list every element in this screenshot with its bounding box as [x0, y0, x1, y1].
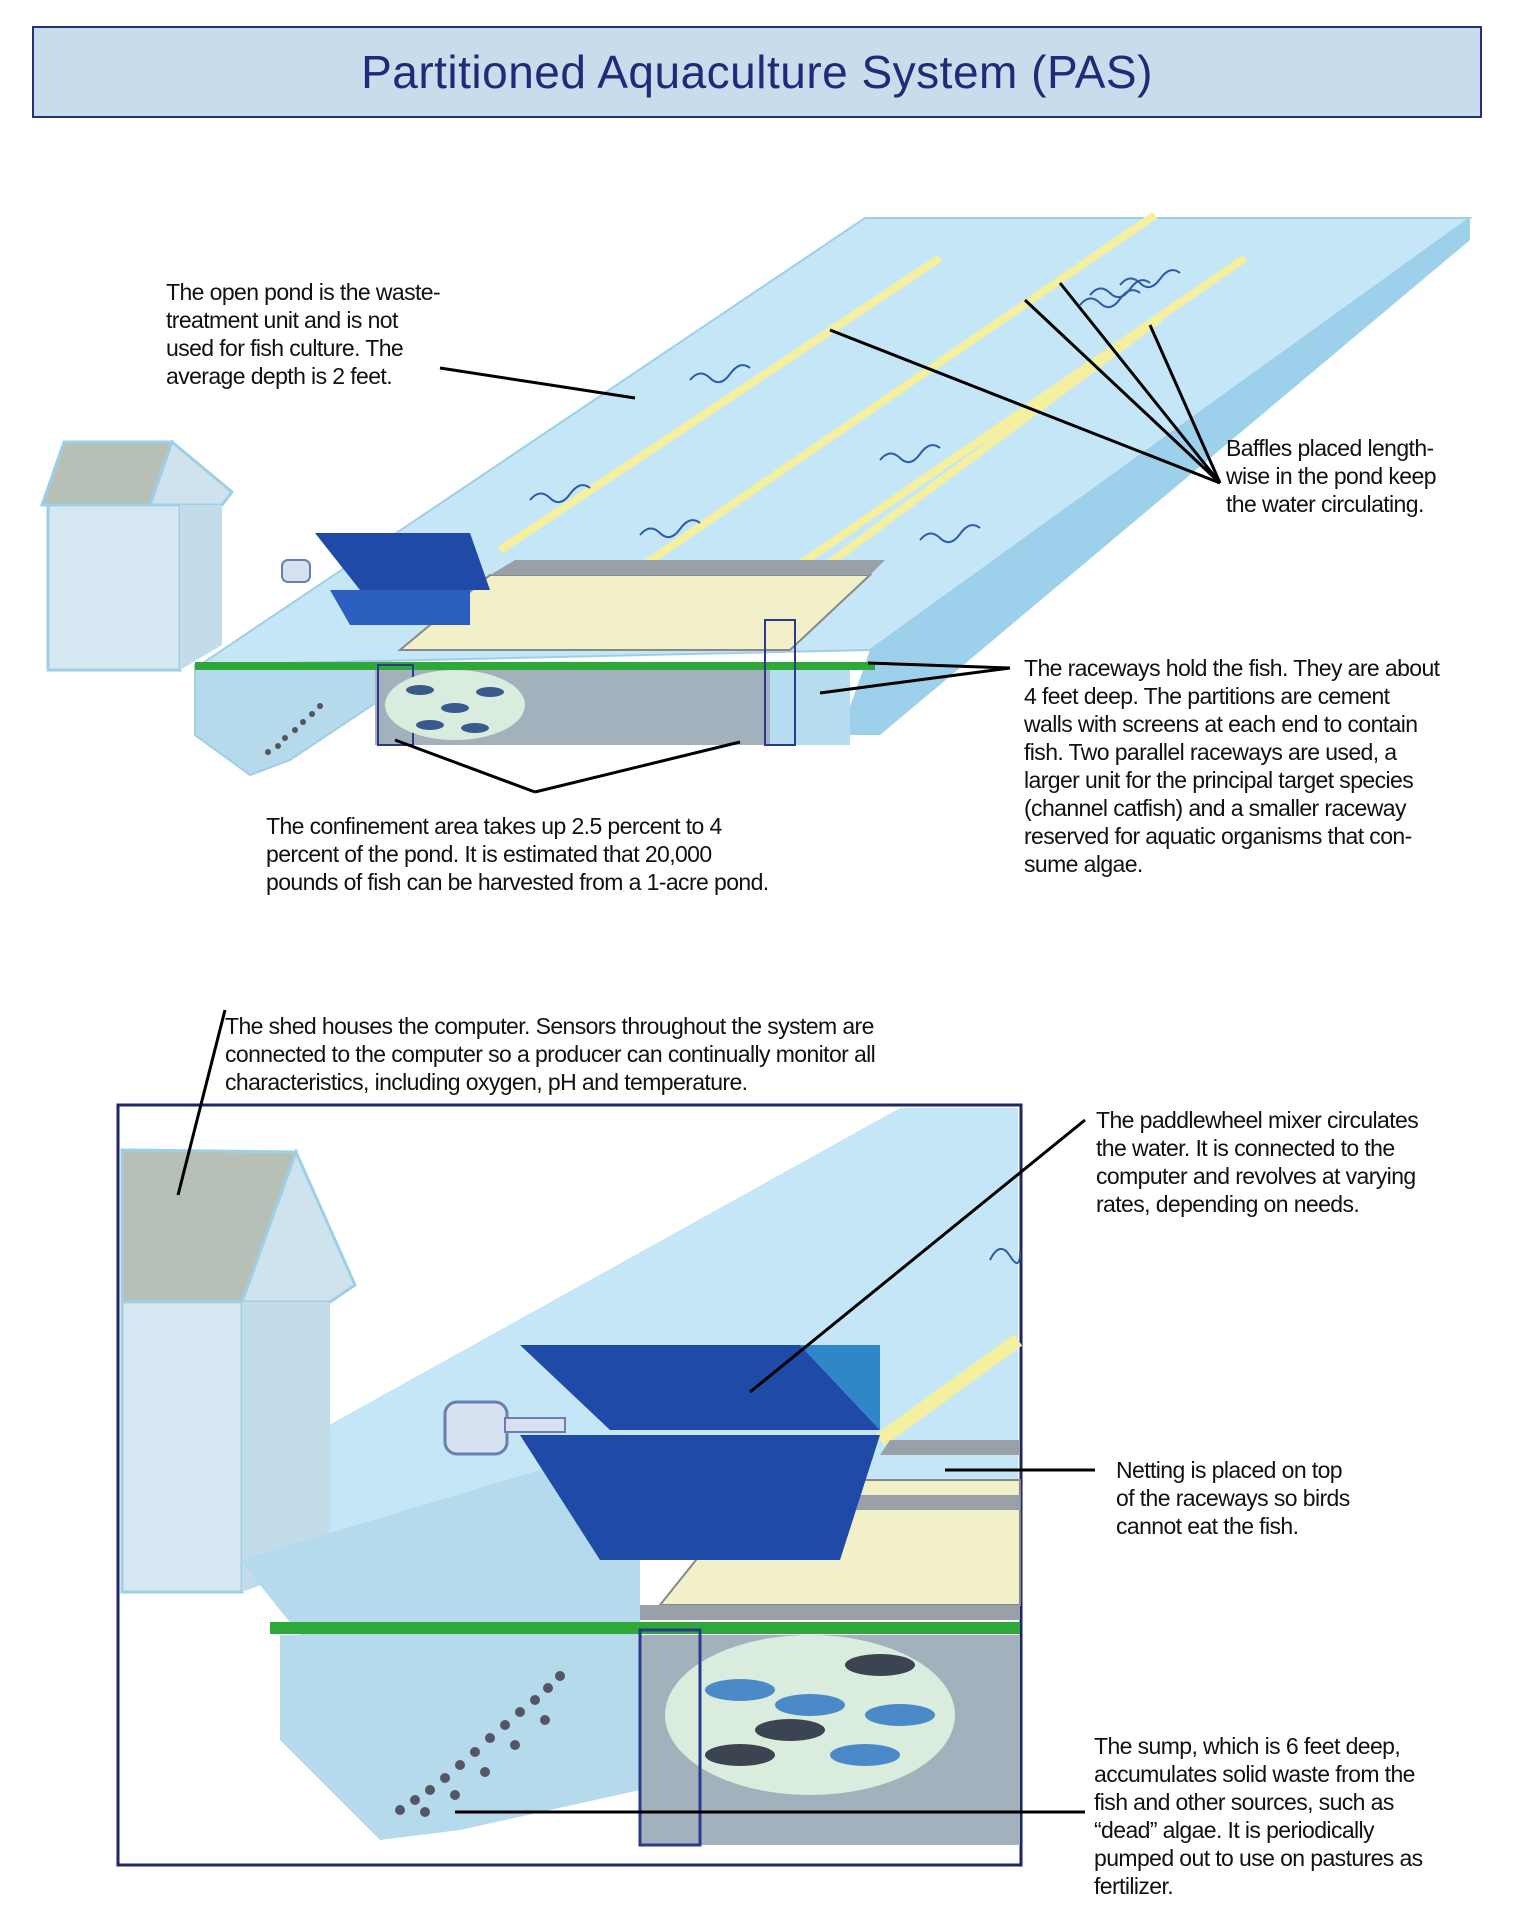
leader-line — [439, 366, 636, 400]
flow-arrow — [879, 444, 941, 464]
fish — [775, 1694, 845, 1716]
caption-confinement: The confinement area takes up 2.5 percen… — [266, 813, 769, 895]
leader-line — [819, 666, 1011, 695]
netting-frame-1 — [640, 1605, 1020, 1620]
grass-edge-zoom — [270, 1622, 1020, 1634]
fish — [441, 703, 469, 713]
flow-arrow-zoom — [989, 1248, 1021, 1264]
page-title: Partitioned Aquaculture System (PAS) — [361, 46, 1153, 98]
sump-sediment — [395, 1671, 565, 1817]
netting-frame-3 — [880, 1440, 1020, 1455]
flow-arrow — [689, 364, 751, 384]
caption-paddlewheel: The paddlewheel mixer circulates the wat… — [1096, 1107, 1419, 1217]
baffle-1 — [497, 254, 943, 554]
fish — [755, 1719, 825, 1741]
title-banner: Partitioned Aquaculture System (PAS) — [32, 26, 1482, 118]
paddlewheel-motor-zoom — [443, 1400, 509, 1456]
bottom-illustration — [116, 1103, 1023, 1867]
caption-shed: The shed houses the computer. Sensors th… — [225, 1013, 876, 1095]
grass-edge-top — [195, 662, 875, 670]
baffle-2 — [597, 211, 1158, 599]
shed-zoom — [120, 1147, 357, 1594]
paddlewheel-zoom-lower — [520, 1435, 880, 1560]
flow-arrow — [1089, 279, 1151, 299]
pond-side-wall — [840, 218, 1470, 735]
paddlewheel-zoom — [520, 1345, 880, 1430]
fish — [406, 685, 434, 695]
leader-line — [829, 328, 1221, 485]
caption-baffles: Baffles placed length- wise in the pond … — [1226, 435, 1436, 517]
caption-open-pond: The open pond is the waste- treatment un… — [166, 279, 441, 389]
sump-channel-top — [194, 664, 381, 777]
baffle-4 — [797, 314, 1163, 589]
fish — [705, 1679, 775, 1701]
flow-arrow — [639, 519, 701, 539]
flow-arrows — [529, 269, 1181, 544]
flow-arrow — [529, 484, 591, 504]
fish — [416, 720, 444, 730]
caption-netting: Netting is placed on top of the raceways… — [1116, 1457, 1350, 1539]
flow-arrow — [1119, 269, 1181, 289]
fish — [476, 687, 504, 697]
baffle-zoom — [875, 1334, 1023, 1446]
fish — [461, 723, 489, 733]
raceway-upper-frame — [490, 560, 885, 575]
fish — [705, 1744, 775, 1766]
leader-lines-bottom — [176, 1009, 1095, 1814]
leader-line — [534, 740, 741, 794]
pond-surface-zoom — [122, 1108, 1018, 1540]
fish — [845, 1654, 915, 1676]
water-front-zoom — [240, 1440, 640, 1635]
raceway-screen-right — [764, 619, 796, 746]
leader-line — [749, 1118, 1086, 1394]
raceway-screen-zoom — [638, 1628, 702, 1847]
leader-line — [176, 1009, 227, 1196]
paddlewheel-zoom-blade-right — [800, 1345, 880, 1430]
caption-raceways: The raceways hold the fish. They are abo… — [1024, 655, 1440, 877]
shed-top — [39, 439, 235, 672]
fish — [865, 1704, 935, 1726]
leader-line — [1058, 282, 1222, 484]
leader-line — [1023, 298, 1222, 485]
leader-line — [394, 738, 536, 794]
raceway-end-wall — [770, 670, 850, 745]
paddlewheel-top — [315, 533, 490, 590]
caption-sump: The sump, which is 6 feet deep, accumula… — [1094, 1733, 1423, 1899]
leader-lines-top — [394, 282, 1222, 794]
leader-line — [867, 661, 1011, 670]
paddlewheel-blade — [330, 590, 470, 625]
paddlewheel-axle — [504, 1417, 566, 1433]
flow-arrow — [919, 524, 981, 544]
paddlewheel-motor-top — [281, 559, 311, 583]
fish — [830, 1744, 900, 1766]
leader-line — [1148, 324, 1222, 484]
